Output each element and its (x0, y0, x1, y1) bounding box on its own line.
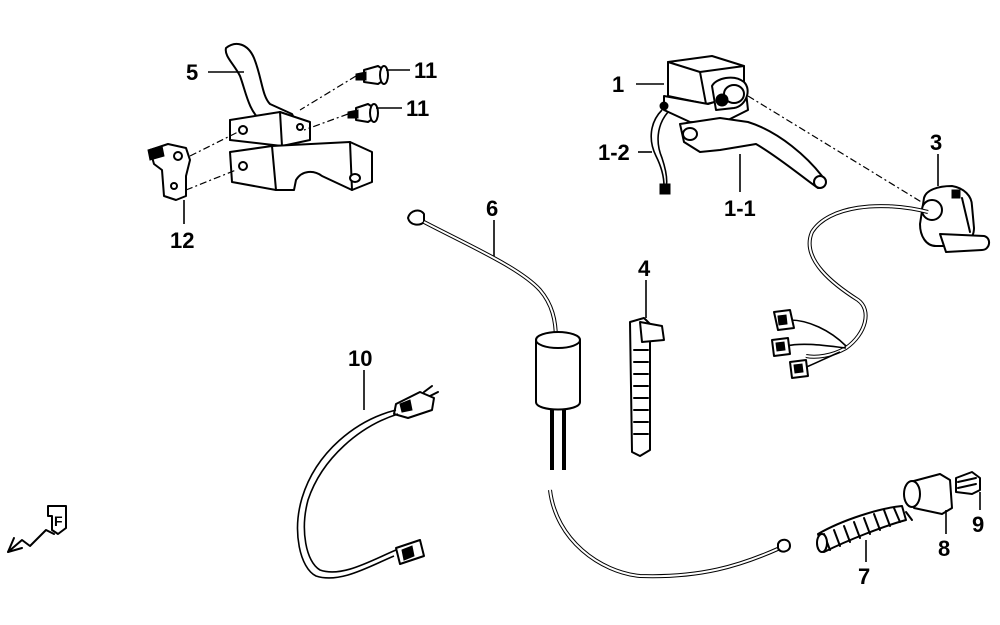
part-9-bolt (955, 471, 981, 495)
part-6-cable (407, 209, 791, 579)
callout-4: 4 (638, 256, 651, 281)
callout-5: 5 (186, 60, 198, 85)
align-line (189, 131, 239, 157)
callout-9: 9 (972, 512, 984, 537)
front-direction-marker: F (7, 505, 67, 553)
callout-1: 1 (612, 72, 624, 97)
align-line (185, 169, 237, 191)
part-5-lever-holder (224, 42, 373, 191)
callout-11-upper: 11 (414, 58, 437, 83)
callout-7: 7 (858, 564, 870, 589)
part-1-master-cylinder (659, 55, 749, 129)
part-12-switch (147, 143, 191, 201)
part-1-1-brake-lever (679, 117, 827, 189)
part-11-screw-upper (355, 65, 389, 85)
callout-3: 3 (930, 130, 942, 155)
align-line (747, 95, 929, 207)
part-3-switch-housing (771, 185, 990, 379)
callout-6: 6 (486, 196, 498, 221)
align-line (299, 75, 357, 111)
front-marker-letter: F (54, 513, 63, 529)
callout-10: 10 (348, 346, 372, 371)
part-11-screw-lower (347, 103, 379, 123)
callout-8: 8 (938, 536, 950, 561)
part-1-2-switch-wire (650, 109, 671, 195)
callout-1-1: 1-1 (724, 196, 756, 221)
callout-12: 12 (170, 228, 194, 253)
part-4-cable-tie (629, 317, 665, 457)
part-8-adjuster (903, 473, 953, 521)
callout-11-lower: 11 (406, 96, 429, 121)
callout-1-2: 1-2 (598, 140, 630, 165)
part-7-spring (816, 505, 907, 553)
part-10-harness (296, 385, 439, 579)
